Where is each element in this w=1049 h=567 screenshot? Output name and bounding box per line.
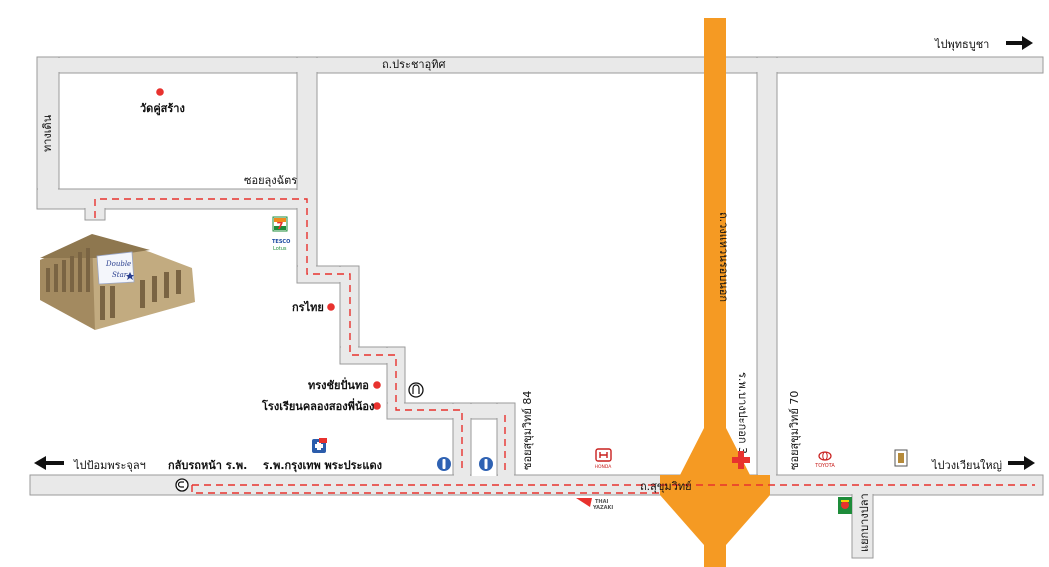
arrow-icon-right-top — [1006, 36, 1033, 50]
label-wat-ku-sang: วัดคู่สร้าง — [140, 102, 185, 116]
tower-logo — [894, 449, 908, 467]
label-school: โรงเรียนคลองสองพี่น้อง — [261, 398, 374, 413]
poi-marker-school — [373, 402, 381, 410]
label-bang-pla: แยกบางปลา — [858, 493, 871, 552]
label-kor-thai: กรไทย — [292, 300, 324, 314]
star-icon — [126, 272, 134, 280]
double-star-building: Double Star — [40, 234, 195, 330]
label-song-chai: ทรงชัยปั่นทอ — [308, 377, 369, 392]
poi-marker-song-chai — [373, 381, 381, 389]
label-bangpakok-hospital: ร.พ.บางปะกอก 3 — [736, 372, 749, 454]
double-text: Double — [105, 260, 131, 268]
label-thang-doen: ทางเดิน — [41, 114, 54, 152]
ring-ramp-ll — [660, 495, 704, 545]
u-turn-icon-hospital — [175, 478, 189, 492]
ring-ramp-ul — [680, 428, 704, 475]
poi-marker-wat — [156, 88, 164, 96]
poi-marker-kor-thai — [327, 303, 335, 311]
toyota-logo: TOYOTA — [814, 451, 835, 469]
label-return-front-hospital: กลับรถหน้า ร.พ. — [168, 459, 247, 472]
label-soi-70: ซอยสุขุมวิทย์ 70 — [788, 391, 801, 470]
route-line — [94, 198, 1035, 494]
road-inner-blocks — [58, 72, 498, 478]
star-text: Star — [112, 271, 128, 279]
label-pracha-uthit: ถ.ประชาอุทิศ — [382, 58, 445, 71]
thai-text: THAI — [595, 499, 608, 505]
tesco-lotus-logo: TESCO Lotus — [272, 239, 290, 252]
label-sukhumvit: ถ.สุขุมวิทย์ — [640, 480, 692, 493]
label-to-pom-phrachun: ไปป้อมพระจุลฯ — [73, 459, 146, 472]
label-soi-lung-chat: ซอยลุงฉัตร — [244, 174, 297, 187]
honda-logo: HONDA — [595, 448, 613, 470]
label-kanchanaphisek: ถ.วงแหวนรอบนอก — [717, 212, 730, 302]
label-soi-84: ซอยสุขุมวิทย์ 84 — [521, 391, 534, 470]
bang-pla-market-logo — [838, 497, 852, 514]
yazaki-text: YAZAKI — [592, 505, 613, 511]
route-path-return — [191, 485, 660, 494]
u-turn-icon-zigzag — [408, 382, 424, 398]
seven-eleven-text: 7 — [277, 221, 284, 232]
block-1 — [58, 72, 298, 190]
ring-road — [660, 18, 770, 567]
building-windows — [46, 248, 181, 320]
label-to-phutthabucha: ไปพุทธบูชา — [934, 38, 989, 51]
honda-text: HONDA — [595, 464, 613, 470]
red-cross-icon — [732, 451, 750, 469]
thai-yazaki-logo: THAI YAZAKI — [576, 498, 613, 511]
ring-ramp-lr — [726, 495, 770, 545]
tesco-text: TESCO — [272, 239, 290, 245]
toyota-text: TOYOTA — [814, 463, 835, 469]
label-bangkok-hospital: ร.พ.กรุงเทพ พระประแดง — [263, 459, 382, 473]
traffic-light-icon-1 — [437, 457, 451, 471]
label-to-wong-wian-yai: ไปวงเวียนใหญ่ — [931, 459, 1002, 472]
arrow-icon-left — [34, 456, 64, 470]
ring-road-main — [704, 18, 726, 567]
traffic-light-icon-2 — [479, 457, 493, 471]
lotus-text: Lotus — [273, 246, 287, 252]
route-path-main — [94, 198, 463, 470]
bangkok-hospital-logo — [312, 438, 327, 453]
seven-eleven-logo: 7 — [272, 216, 288, 232]
arrow-icon-right-bottom — [1008, 456, 1035, 470]
road-fill-overlay — [31, 58, 1042, 557]
